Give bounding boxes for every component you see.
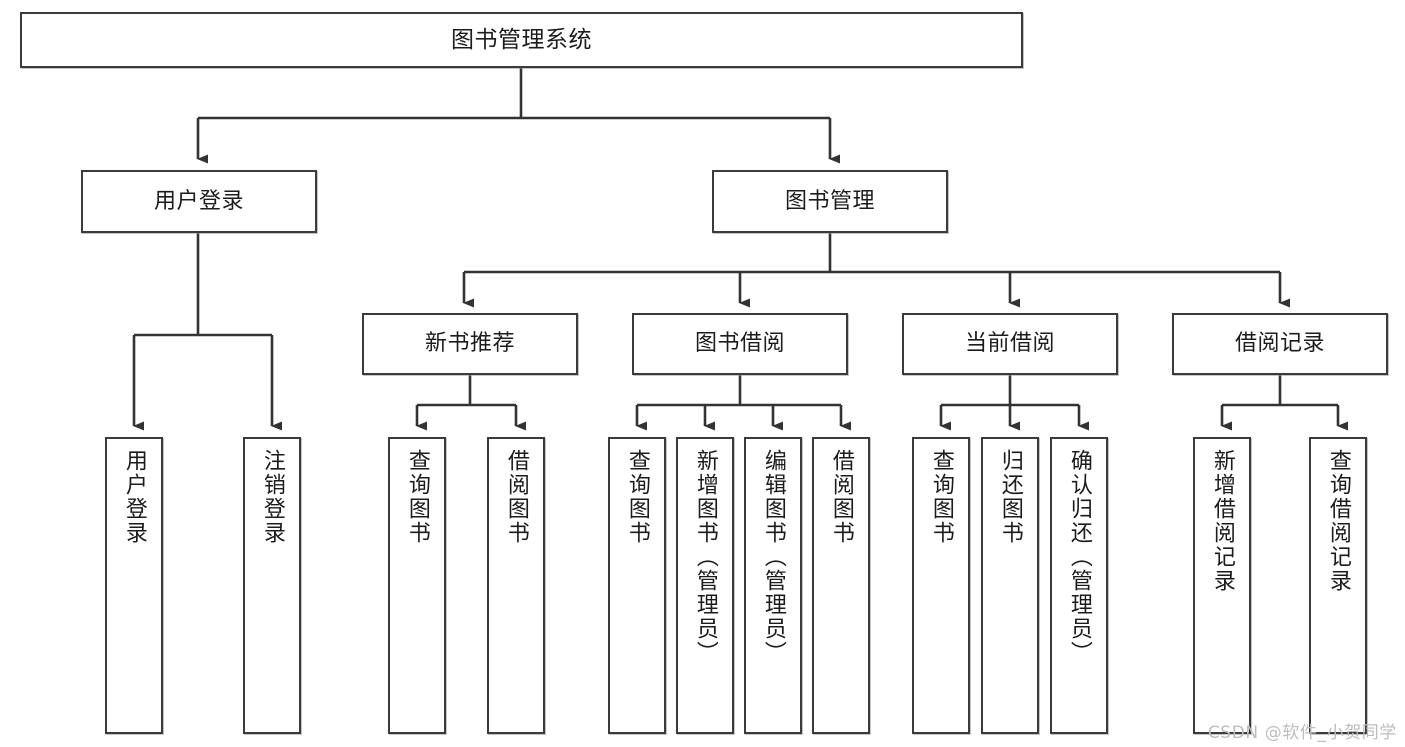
node-borrow-record[interactable]: 借阅记录 bbox=[1172, 313, 1388, 375]
leaf-current-borrow-query-book[interactable]: 查询图书 bbox=[912, 437, 970, 734]
leaf-user-login-logout[interactable]: 注销登录 bbox=[243, 437, 301, 734]
node-new-book-recommend[interactable]: 新书推荐 bbox=[362, 313, 578, 375]
leaf-book-borrow-add-book-admin[interactable]: 新增图书（管理员） bbox=[676, 437, 734, 734]
node-label: 查询图书 bbox=[624, 449, 650, 545]
node-label: 图书管理系统 bbox=[451, 26, 592, 53]
leaf-book-borrow-borrow-book[interactable]: 借阅图书 bbox=[812, 437, 870, 734]
node-label: 借阅图书 bbox=[828, 449, 854, 545]
node-book-borrow[interactable]: 图书借阅 bbox=[632, 313, 848, 375]
leaf-new-book-borrow-book[interactable]: 借阅图书 bbox=[487, 437, 545, 734]
node-label: 编辑图书（管理员） bbox=[760, 449, 786, 665]
node-label: 借阅记录 bbox=[1234, 331, 1325, 357]
csdn-watermark: CSDN @软件_小贺同学 bbox=[1207, 723, 1397, 743]
leaf-current-borrow-return-book[interactable]: 归还图书 bbox=[981, 437, 1039, 734]
node-label: 查询图书 bbox=[404, 449, 430, 545]
node-label: 确认归还（管理员） bbox=[1066, 449, 1092, 665]
node-label: 查询借阅记录 bbox=[1325, 449, 1351, 593]
node-book-management[interactable]: 图书管理 bbox=[712, 170, 948, 233]
node-user-login[interactable]: 用户登录 bbox=[81, 170, 317, 233]
leaf-book-borrow-query-book[interactable]: 查询图书 bbox=[608, 437, 666, 734]
node-label: 新增图书（管理员） bbox=[692, 449, 718, 665]
leaf-book-borrow-edit-book-admin[interactable]: 编辑图书（管理员） bbox=[744, 437, 802, 734]
node-label: 当前借阅 bbox=[964, 331, 1055, 357]
node-label: 查询图书 bbox=[928, 449, 954, 545]
leaf-borrow-record-query-record[interactable]: 查询借阅记录 bbox=[1309, 437, 1367, 734]
node-label: 用户登录 bbox=[153, 188, 244, 214]
node-current-borrow[interactable]: 当前借阅 bbox=[902, 313, 1118, 375]
node-label: 借阅图书 bbox=[503, 449, 529, 545]
leaf-borrow-record-add-record[interactable]: 新增借阅记录 bbox=[1193, 437, 1251, 734]
node-label: 新增借阅记录 bbox=[1209, 449, 1235, 593]
node-label: 归还图书 bbox=[997, 449, 1023, 545]
leaf-user-login-login[interactable]: 用户登录 bbox=[105, 437, 163, 734]
node-label: 注销登录 bbox=[259, 449, 285, 545]
node-root-book-management-system[interactable]: 图书管理系统 bbox=[20, 12, 1023, 68]
leaf-new-book-query-book[interactable]: 查询图书 bbox=[388, 437, 446, 734]
node-label: 新书推荐 bbox=[424, 331, 515, 357]
leaf-current-borrow-confirm-return-admin[interactable]: 确认归还（管理员） bbox=[1050, 437, 1108, 734]
node-label: 图书借阅 bbox=[694, 331, 785, 357]
node-label: 用户登录 bbox=[121, 449, 147, 545]
node-label: 图书管理 bbox=[784, 188, 875, 214]
